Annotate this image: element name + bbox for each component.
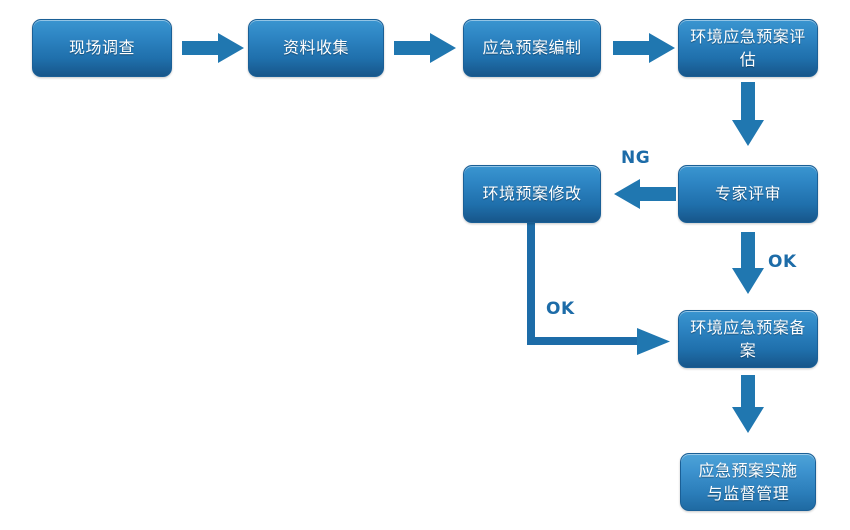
node-data-collection-label: 资料收集 <box>282 38 349 58</box>
node-plan-implementation[interactable]: 应急预案实施 与监督管理 <box>680 453 816 511</box>
node-plan-drafting[interactable]: 应急预案编制 <box>463 19 601 77</box>
node-plan-drafting-label: 应急预案编制 <box>482 38 582 58</box>
edge-label-ok-elbow: OK <box>546 299 575 319</box>
arrow-plan-drafting-to-plan-evaluation <box>613 33 675 63</box>
node-plan-filing[interactable]: 环境应急预案备案 <box>678 310 818 368</box>
node-plan-evaluation-label: 环境应急预案评估 <box>690 26 806 69</box>
edge-label-ok-vertical: OK <box>768 252 797 272</box>
arrow-plan-revision-to-plan-filing <box>527 222 670 355</box>
node-plan-evaluation[interactable]: 环境应急预案评估 <box>678 19 818 77</box>
node-plan-implementation-label-line1: 应急预案实施 <box>698 460 798 480</box>
arrow-data-collection-to-plan-drafting <box>394 33 456 63</box>
arrow-site-survey-to-data-collection <box>182 33 244 63</box>
node-expert-review[interactable]: 专家评审 <box>678 165 818 223</box>
node-plan-revision[interactable]: 环境预案修改 <box>463 165 601 223</box>
node-plan-revision-label: 环境预案修改 <box>482 184 582 204</box>
node-plan-implementation-label-line2: 与监督管理 <box>706 484 790 503</box>
edge-label-ng: NG <box>621 148 651 168</box>
node-site-survey[interactable]: 现场调查 <box>32 19 172 77</box>
node-plan-filing-label: 环境应急预案备案 <box>690 317 806 360</box>
arrow-expert-review-to-plan-filing <box>732 232 764 294</box>
arrow-plan-filing-to-plan-implementation <box>732 375 764 433</box>
arrow-plan-evaluation-to-expert-review <box>732 82 764 146</box>
node-data-collection[interactable]: 资料收集 <box>248 19 384 77</box>
node-site-survey-label: 现场调查 <box>68 38 135 58</box>
arrow-expert-review-to-plan-revision <box>614 179 676 209</box>
node-expert-review-label: 专家评审 <box>714 184 781 204</box>
